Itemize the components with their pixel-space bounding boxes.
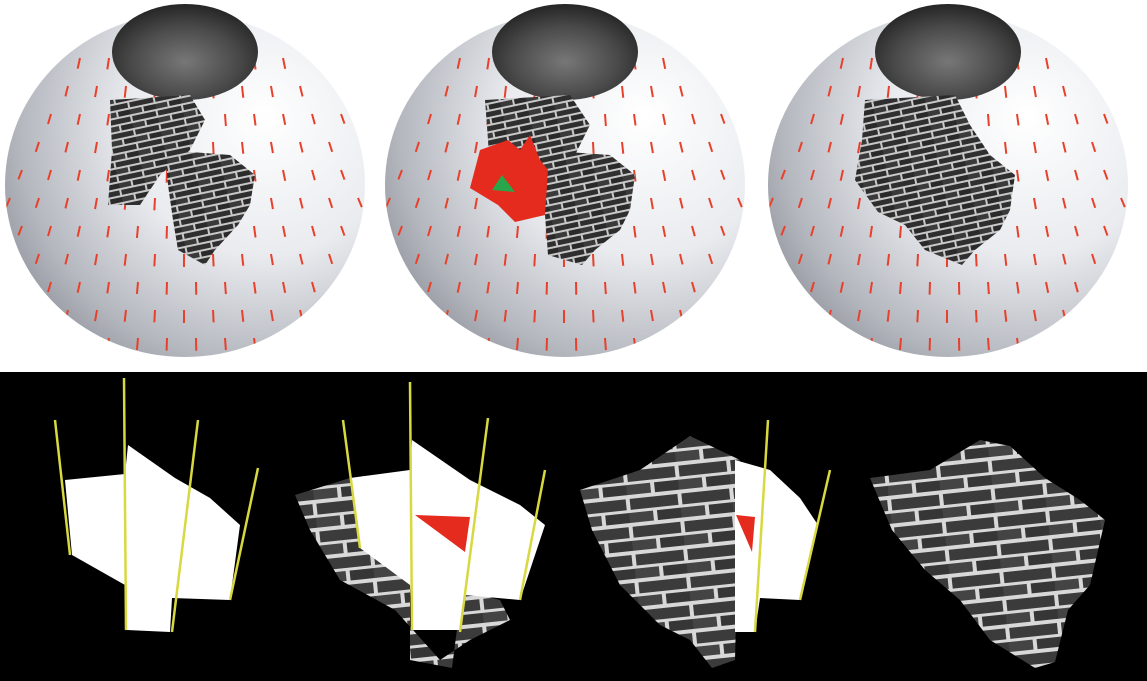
vector-field-stroke [125, 254, 126, 266]
vector-field-stroke [888, 254, 889, 266]
vector-field-stroke [988, 338, 989, 350]
vector-field-stroke [225, 114, 226, 126]
vector-field-stroke [137, 282, 138, 294]
vector-field-stroke [154, 198, 155, 210]
vector-field-stroke [622, 142, 623, 154]
vector-field-stroke [242, 142, 243, 154]
vector-field-stroke [888, 310, 889, 322]
vector-field-stroke [988, 114, 989, 126]
vector-field-stroke [505, 310, 506, 322]
vector-field-stroke [988, 282, 989, 294]
sphere-hole-2 [492, 4, 638, 100]
sphere-hole-3 [875, 4, 1021, 100]
vector-field-stroke [917, 254, 918, 266]
vector-field-stroke [154, 310, 155, 322]
vector-field-stroke [517, 338, 518, 350]
vector-field-stroke [593, 142, 594, 154]
vector-field-stroke [213, 310, 214, 322]
vector-field-stroke [605, 282, 606, 294]
vector-field-stroke [1005, 254, 1006, 266]
sphere-hole-1 [112, 4, 258, 100]
vector-field-stroke [605, 114, 606, 126]
vector-field-stroke [900, 338, 901, 350]
vector-field-stroke [225, 338, 226, 350]
vector-field-stroke [517, 226, 518, 238]
vector-field-stroke [225, 282, 226, 294]
vector-field-stroke [154, 254, 155, 266]
vector-field-stroke [976, 310, 977, 322]
vector-field-stroke [534, 254, 535, 266]
vector-field-stroke [1005, 310, 1006, 322]
vector-field-stroke [900, 226, 901, 238]
vector-field-stroke [242, 310, 243, 322]
vector-field-stroke [505, 254, 506, 266]
vector-field-stroke [976, 254, 977, 266]
vector-field-stroke [1005, 86, 1006, 98]
vector-field-stroke [125, 86, 126, 98]
vector-field-stroke [900, 282, 901, 294]
vector-field-stroke [517, 282, 518, 294]
vector-field-stroke [137, 338, 138, 350]
vector-field-stroke [137, 226, 138, 238]
vector-field-stroke [242, 254, 243, 266]
vector-field-stroke [622, 254, 623, 266]
vector-field-stroke [534, 310, 535, 322]
vector-field-stroke [605, 338, 606, 350]
vector-field-stroke [242, 86, 243, 98]
vector-field-stroke [213, 254, 214, 266]
vector-field-stroke [888, 86, 889, 98]
vector-field-stroke [917, 310, 918, 322]
vector-field-stroke [622, 310, 623, 322]
vector-field-stroke [1005, 142, 1006, 154]
vector-field-stroke [622, 86, 623, 98]
vector-field-stroke [213, 142, 214, 154]
vector-field-stroke [125, 310, 126, 322]
vector-field-stroke [593, 310, 594, 322]
vector-field-stroke [593, 254, 594, 266]
vector-field-stroke [505, 86, 506, 98]
